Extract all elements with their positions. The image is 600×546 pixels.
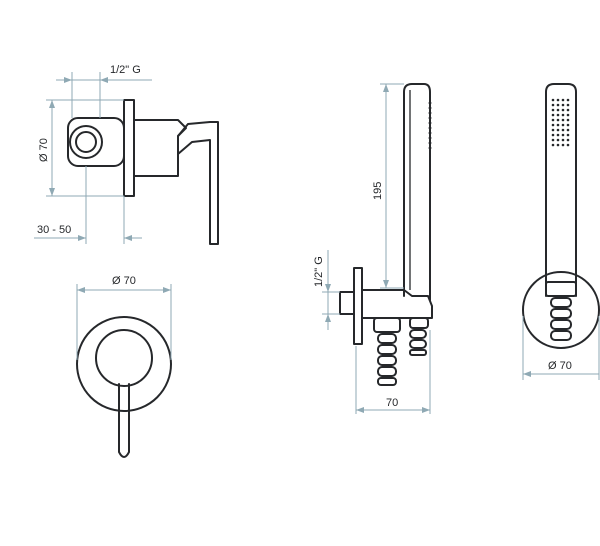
side-depth-label: 30 - 50 xyxy=(37,224,71,236)
hose-left xyxy=(377,333,397,386)
hose-right xyxy=(409,329,427,356)
shower-holder xyxy=(361,289,433,319)
front-lever xyxy=(118,383,130,458)
front-plate xyxy=(76,316,172,412)
mixer-front-view xyxy=(76,316,172,458)
front-diameter-dimension: Ø 70 xyxy=(76,275,172,360)
nozzle-dots-side xyxy=(428,101,432,150)
mixer-lever xyxy=(177,121,219,245)
wall-plate xyxy=(123,99,135,197)
shower-front-handle xyxy=(545,83,577,297)
shower-wall-plate xyxy=(353,267,363,345)
shower-inlet xyxy=(339,291,355,315)
mixer-body xyxy=(133,119,187,177)
shower-front-hose xyxy=(550,297,572,341)
side-depth-dimension: 30 - 50 xyxy=(34,166,142,244)
shower-front-plate xyxy=(522,271,600,349)
connector-hole xyxy=(75,131,97,153)
mixer-side-view xyxy=(67,99,219,245)
shower-handle xyxy=(403,83,431,301)
shower-side-view xyxy=(339,83,433,386)
outlet-width-dimension: 70 xyxy=(355,330,431,414)
shower-height-dimension: 195 xyxy=(372,83,404,289)
side-thread-dimension: 1/2" G xyxy=(56,64,152,118)
outlet-thread-dimension: 1/2" G xyxy=(313,250,340,330)
outlet-width-label: 70 xyxy=(386,397,398,409)
side-diameter-label: Ø 70 xyxy=(38,138,50,162)
shower-front-diameter-dimension: Ø 70 xyxy=(522,316,600,380)
connector-ring xyxy=(69,125,103,159)
shower-front-diameter-label: Ø 70 xyxy=(548,360,572,372)
side-thread-label: 1/2" G xyxy=(110,64,141,76)
front-cap xyxy=(95,329,153,387)
side-diameter-dimension: Ø 70 xyxy=(38,99,124,197)
shower-front-view xyxy=(522,83,600,349)
nozzle-grid-front xyxy=(551,98,570,147)
shower-height-label: 195 xyxy=(372,182,384,200)
outlet-thread-label: 1/2" G xyxy=(313,256,325,287)
front-diameter-label: Ø 70 xyxy=(112,275,136,287)
